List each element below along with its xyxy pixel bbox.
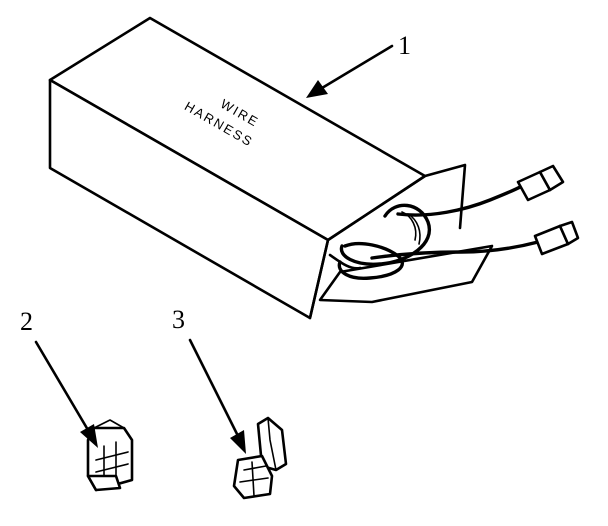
box-opening <box>308 238 362 320</box>
wire-harness-box: WIRE HARNESS <box>48 16 580 320</box>
callout-2-arrowhead <box>80 424 98 448</box>
callout-3-arrowhead <box>230 430 246 454</box>
wire-lead-upper <box>396 184 524 217</box>
callout-2: 2 <box>20 307 98 448</box>
callout-2-number: 2 <box>20 307 33 336</box>
terminal-part-2 <box>86 419 134 492</box>
callout-1-arrowhead <box>306 80 328 98</box>
callout-3-leader <box>188 338 240 438</box>
callout-1-number: 1 <box>398 31 411 60</box>
box-bottom-flap <box>318 244 494 304</box>
wire-lead-lower <box>370 240 540 260</box>
callout-2-leader <box>34 340 90 432</box>
terminal-part-3 <box>232 416 288 500</box>
callout-1-leader <box>320 44 394 90</box>
wire-coil-band <box>401 211 421 245</box>
box-end-edge <box>326 163 467 242</box>
connector-lower <box>533 220 580 256</box>
callout-3-number: 3 <box>172 305 185 334</box>
wire-coil-upper <box>339 203 432 266</box>
callout-1: 1 <box>306 31 411 98</box>
callout-3: 3 <box>172 305 246 454</box>
connector-upper <box>516 164 565 202</box>
wire-coil-lower <box>337 241 404 280</box>
